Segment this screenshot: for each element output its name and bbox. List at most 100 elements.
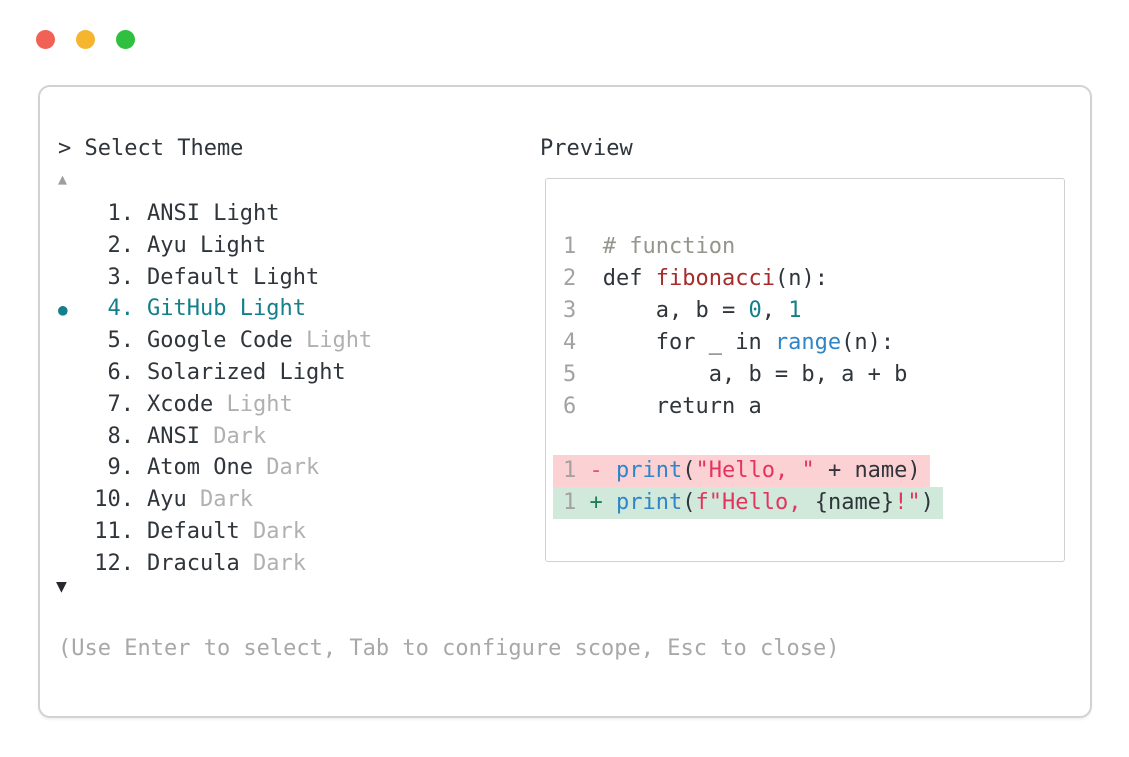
theme-variant: Dark bbox=[266, 455, 320, 481]
theme-variant: Dark bbox=[199, 487, 253, 513]
diff-line-removed: 1 - print("Hello, " + name) bbox=[553, 455, 930, 487]
theme-item-solarized-light[interactable]: 6.Solarized Light bbox=[58, 357, 372, 389]
line-number: 5 bbox=[563, 362, 577, 387]
line-number: 1 bbox=[563, 234, 577, 259]
theme-variant: Dark bbox=[252, 550, 306, 576]
theme-name: Xcode bbox=[147, 391, 227, 417]
preview-label: Preview bbox=[540, 136, 633, 161]
close-button[interactable] bbox=[36, 30, 55, 49]
code-token: 1 bbox=[788, 298, 802, 323]
scroll-up-icon[interactable]: ▲ bbox=[58, 170, 68, 188]
theme-item-xcode-light[interactable]: 7. Xcode Light bbox=[58, 389, 372, 421]
select-theme-prompt: > Select Theme bbox=[58, 136, 244, 161]
theme-item-default-dark[interactable]: 11. Default Dark bbox=[58, 516, 372, 548]
theme-item-ansi-dark[interactable]: 8. ANSI Dark bbox=[58, 421, 372, 453]
scroll-down-icon[interactable]: ▼ bbox=[56, 576, 67, 597]
code-token: "Hello, " bbox=[695, 458, 815, 483]
code-token: # function bbox=[602, 234, 736, 259]
theme-name: Ayu bbox=[147, 232, 200, 258]
theme-variant: Light bbox=[279, 359, 346, 385]
theme-variant: Light bbox=[213, 201, 280, 226]
code-token: fibonacci bbox=[655, 266, 775, 291]
line-number: 2 bbox=[563, 266, 577, 291]
code-token: ) bbox=[920, 490, 934, 515]
theme-number: 1. bbox=[107, 201, 135, 226]
code-token: ( bbox=[682, 490, 696, 515]
code-line: 5 a, b = b, a + b bbox=[553, 359, 916, 391]
theme-item-ansi-light[interactable]: 1.ANSI Light bbox=[58, 198, 372, 230]
code-line: 3 a, b = 0, 1 bbox=[553, 295, 810, 327]
diff-sign: + bbox=[589, 490, 603, 515]
theme-number: 12. bbox=[94, 550, 134, 576]
theme-variant: Light bbox=[305, 328, 373, 354]
spacer bbox=[603, 458, 616, 483]
code-token: , bbox=[761, 298, 789, 323]
diff-line-added: 1 + print(f"Hello, {name}!") bbox=[553, 487, 943, 519]
code-line: 4 for _ in range(n): bbox=[553, 327, 903, 359]
theme-number: 10. bbox=[94, 487, 134, 513]
theme-item-dracula-dark[interactable]: 12.Dracula Dark bbox=[58, 548, 372, 580]
theme-variant: Light bbox=[252, 264, 320, 290]
code-token: def bbox=[602, 266, 656, 291]
theme-item-atom-one-dark[interactable]: 9. Atom One Dark bbox=[58, 452, 372, 484]
zoom-button[interactable] bbox=[116, 30, 135, 49]
spacer bbox=[576, 394, 603, 419]
line-number: 1 bbox=[563, 490, 577, 515]
code-token: (n): bbox=[841, 330, 895, 355]
diff-sign: - bbox=[589, 458, 603, 483]
theme-name: ANSI bbox=[147, 423, 214, 449]
theme-number: 7. bbox=[107, 391, 135, 417]
theme-variant: Light bbox=[226, 391, 293, 417]
code-token: (n): bbox=[774, 266, 828, 291]
theme-variant: Light bbox=[199, 232, 267, 258]
minimize-button[interactable] bbox=[76, 30, 95, 49]
spacer bbox=[576, 490, 589, 515]
keyboard-hint: (Use Enter to select, Tab to configure s… bbox=[58, 636, 840, 661]
theme-name: Atom One bbox=[147, 455, 267, 481]
spacer bbox=[576, 266, 603, 291]
theme-number: 5. bbox=[107, 328, 135, 354]
theme-variant: Dark bbox=[213, 423, 267, 449]
code-token: print bbox=[616, 490, 683, 515]
theme-item-default-light[interactable]: 3. Default Light bbox=[58, 262, 372, 294]
theme-name: Google Code bbox=[147, 328, 306, 354]
theme-item-ayu-dark[interactable]: 10.Ayu Dark bbox=[58, 484, 372, 516]
code-token: ( bbox=[682, 458, 696, 483]
spacer bbox=[576, 458, 589, 483]
spacer bbox=[576, 330, 603, 355]
code-token: {name} bbox=[814, 490, 895, 515]
code-token: a, b = b, a + b bbox=[602, 362, 908, 387]
theme-number: 4. bbox=[107, 296, 135, 322]
spacer bbox=[603, 490, 616, 515]
code-token: f"Hello, bbox=[695, 490, 815, 515]
code-line: 2 def fibonacci(n): bbox=[553, 263, 837, 295]
theme-item-github-light[interactable]: ●4.GitHub Light bbox=[58, 293, 372, 325]
theme-number: 3. bbox=[107, 264, 135, 290]
selection-marker: ● bbox=[58, 300, 68, 320]
theme-item-google-code-light[interactable]: 5. Google Code Light bbox=[58, 325, 373, 357]
code-line: 6 return a bbox=[553, 391, 771, 423]
spacer bbox=[576, 298, 603, 323]
theme-variant: Light bbox=[239, 296, 306, 322]
theme-number: 11. bbox=[94, 518, 134, 544]
line-number: 3 bbox=[563, 298, 577, 323]
code-token: for _ in bbox=[602, 330, 775, 355]
line-number: 6 bbox=[563, 394, 577, 419]
code-token: a, b = bbox=[602, 298, 749, 323]
theme-name: Default bbox=[147, 264, 253, 290]
theme-variant: Dark bbox=[252, 518, 306, 544]
theme-name: Default bbox=[147, 518, 253, 544]
code-token: range bbox=[774, 330, 842, 355]
theme-item-ayu-light[interactable]: 2.Ayu Light bbox=[58, 230, 372, 262]
theme-number: 9. bbox=[107, 455, 135, 481]
theme-number: 6. bbox=[107, 359, 135, 385]
spacer bbox=[576, 234, 603, 259]
spacer bbox=[576, 362, 603, 387]
code-token: print bbox=[616, 458, 683, 483]
code-token: + name) bbox=[814, 458, 921, 483]
theme-number: 8. bbox=[107, 423, 135, 449]
